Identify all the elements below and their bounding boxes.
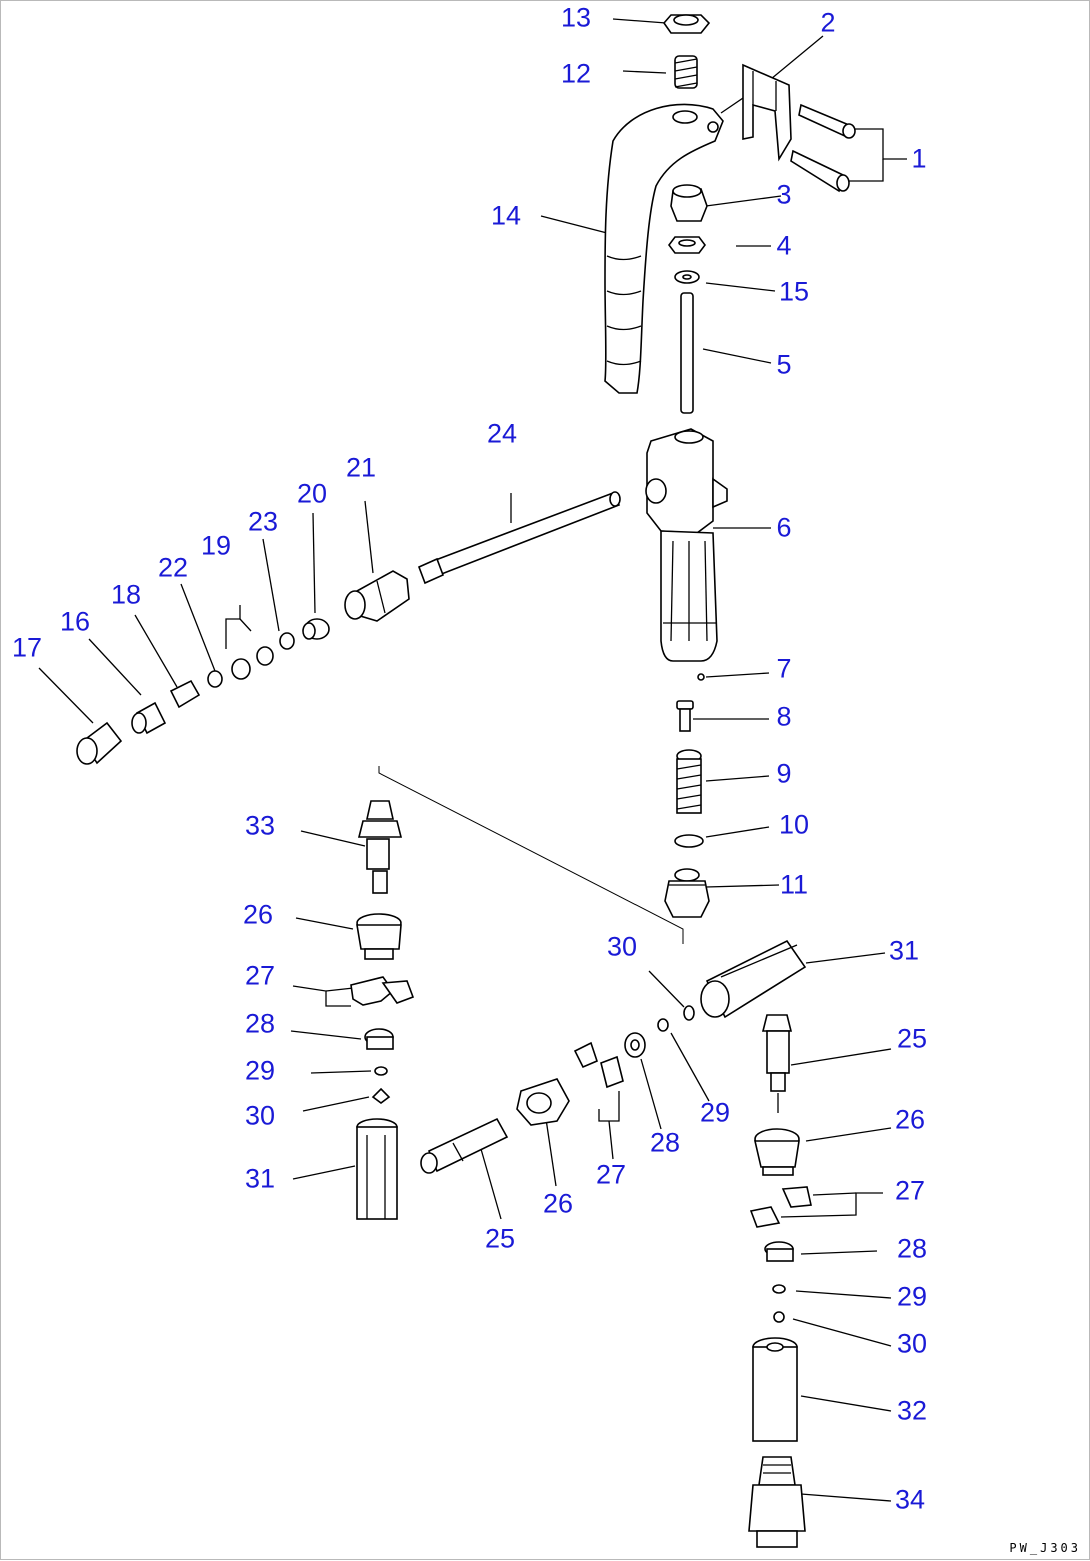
callout-6: 6 bbox=[776, 512, 792, 543]
part-27-clip-middle bbox=[573, 1041, 624, 1089]
part-30-ball-right bbox=[773, 1311, 785, 1323]
part-22-ring bbox=[207, 670, 223, 688]
callout-28-right: 28 bbox=[896, 1233, 928, 1264]
callout-5: 5 bbox=[776, 349, 792, 380]
part-25-nipple-right bbox=[761, 1014, 793, 1113]
callout-10: 10 bbox=[778, 809, 810, 840]
callout-23: 23 bbox=[247, 506, 279, 537]
callout-3: 3 bbox=[776, 179, 792, 210]
part-27-clip-left bbox=[350, 976, 415, 1006]
part-18-valve bbox=[169, 679, 201, 709]
callout-28-left: 28 bbox=[244, 1008, 276, 1039]
part-34-connector bbox=[748, 1456, 806, 1548]
part-24-tube bbox=[417, 491, 621, 585]
callout-30-left: 30 bbox=[244, 1100, 276, 1131]
callout-24: 24 bbox=[486, 418, 518, 449]
part-2-bracket bbox=[742, 63, 792, 162]
callout-27-left: 27 bbox=[244, 960, 276, 991]
part-32-cylinder bbox=[752, 1337, 798, 1442]
part-11-fitting bbox=[664, 868, 710, 918]
part-28-nut-middle bbox=[624, 1032, 646, 1058]
callout-14: 14 bbox=[490, 200, 522, 231]
callout-21: 21 bbox=[345, 452, 377, 483]
callout-19: 19 bbox=[200, 530, 232, 561]
part-33-nipple bbox=[357, 800, 403, 894]
callout-2: 2 bbox=[820, 7, 836, 38]
part-23-washer bbox=[279, 632, 295, 650]
callout-17: 17 bbox=[11, 632, 43, 663]
part-28-nut-left bbox=[364, 1028, 394, 1050]
part-5-rod bbox=[680, 292, 694, 414]
part-4-nut bbox=[668, 236, 706, 254]
callout-1: 1 bbox=[911, 143, 927, 174]
part-17-cap bbox=[76, 721, 123, 765]
callout-30-middle: 30 bbox=[606, 931, 638, 962]
part-30-ball-middle bbox=[683, 1005, 695, 1021]
part-1-pins bbox=[790, 103, 856, 193]
part-26-fitting-left bbox=[356, 913, 402, 960]
callout-33: 33 bbox=[244, 810, 276, 841]
callout-25-right: 25 bbox=[896, 1023, 928, 1054]
callout-20: 20 bbox=[296, 478, 328, 509]
callout-18: 18 bbox=[110, 579, 142, 610]
callout-25-middle: 25 bbox=[484, 1223, 516, 1254]
callout-26-right: 26 bbox=[894, 1104, 926, 1135]
callout-4: 4 bbox=[776, 230, 792, 261]
part-15-washer bbox=[674, 270, 700, 284]
callout-31-right: 31 bbox=[888, 935, 920, 966]
part-13-nut bbox=[662, 14, 711, 34]
part-25-nipple-middle bbox=[420, 1117, 509, 1174]
drawing-code: PW_J303 bbox=[1009, 1541, 1081, 1555]
callout-29-left: 29 bbox=[244, 1055, 276, 1086]
callout-32: 32 bbox=[896, 1395, 928, 1426]
callout-27-middle: 27 bbox=[595, 1159, 627, 1190]
part-14-lever bbox=[604, 103, 724, 394]
callout-15: 15 bbox=[778, 276, 810, 307]
callout-29-middle: 29 bbox=[699, 1097, 731, 1128]
part-16-nozzle bbox=[131, 701, 167, 735]
callout-8: 8 bbox=[776, 701, 792, 732]
part-31-cylinder-left bbox=[356, 1118, 398, 1220]
part-26-fitting-middle bbox=[516, 1078, 570, 1126]
part-29-seal-middle bbox=[657, 1018, 669, 1032]
part-31-cylinder-right bbox=[700, 939, 807, 1019]
part-9-spring bbox=[676, 749, 702, 814]
callout-30-right: 30 bbox=[896, 1328, 928, 1359]
part-27-clip-right bbox=[749, 1186, 812, 1228]
callout-31-left: 31 bbox=[244, 1163, 276, 1194]
part-20-sleeve bbox=[302, 618, 330, 640]
part-29-seal-left bbox=[374, 1066, 388, 1076]
part-28-nut-right bbox=[764, 1241, 794, 1262]
leader-lines bbox=[38, 18, 907, 1502]
callout-9: 9 bbox=[776, 758, 792, 789]
part-6-gun-body bbox=[645, 428, 728, 662]
callout-28-middle: 28 bbox=[649, 1127, 681, 1158]
callout-22: 22 bbox=[157, 552, 189, 583]
part-10-o-ring bbox=[674, 834, 704, 848]
part-7-ball bbox=[697, 673, 705, 681]
callout-16: 16 bbox=[59, 606, 91, 637]
part-19-seals bbox=[231, 646, 274, 680]
part-29-seal-right bbox=[772, 1284, 786, 1294]
part-12-spring bbox=[674, 55, 698, 89]
part-8-pin bbox=[676, 700, 694, 732]
part-3-plug bbox=[670, 184, 708, 222]
callout-7: 7 bbox=[776, 653, 792, 684]
part-21-coupler bbox=[344, 570, 410, 622]
callout-29-right: 29 bbox=[896, 1281, 928, 1312]
callout-26-middle: 26 bbox=[542, 1188, 574, 1219]
callout-34: 34 bbox=[894, 1484, 926, 1515]
part-26-fitting-right bbox=[753, 1128, 800, 1176]
callout-11: 11 bbox=[779, 869, 809, 900]
part-30-ball-left bbox=[371, 1087, 391, 1104]
callout-13: 13 bbox=[560, 2, 592, 33]
callout-26-left: 26 bbox=[242, 899, 274, 930]
callout-27-right: 27 bbox=[894, 1175, 926, 1206]
callout-12: 12 bbox=[560, 58, 592, 89]
